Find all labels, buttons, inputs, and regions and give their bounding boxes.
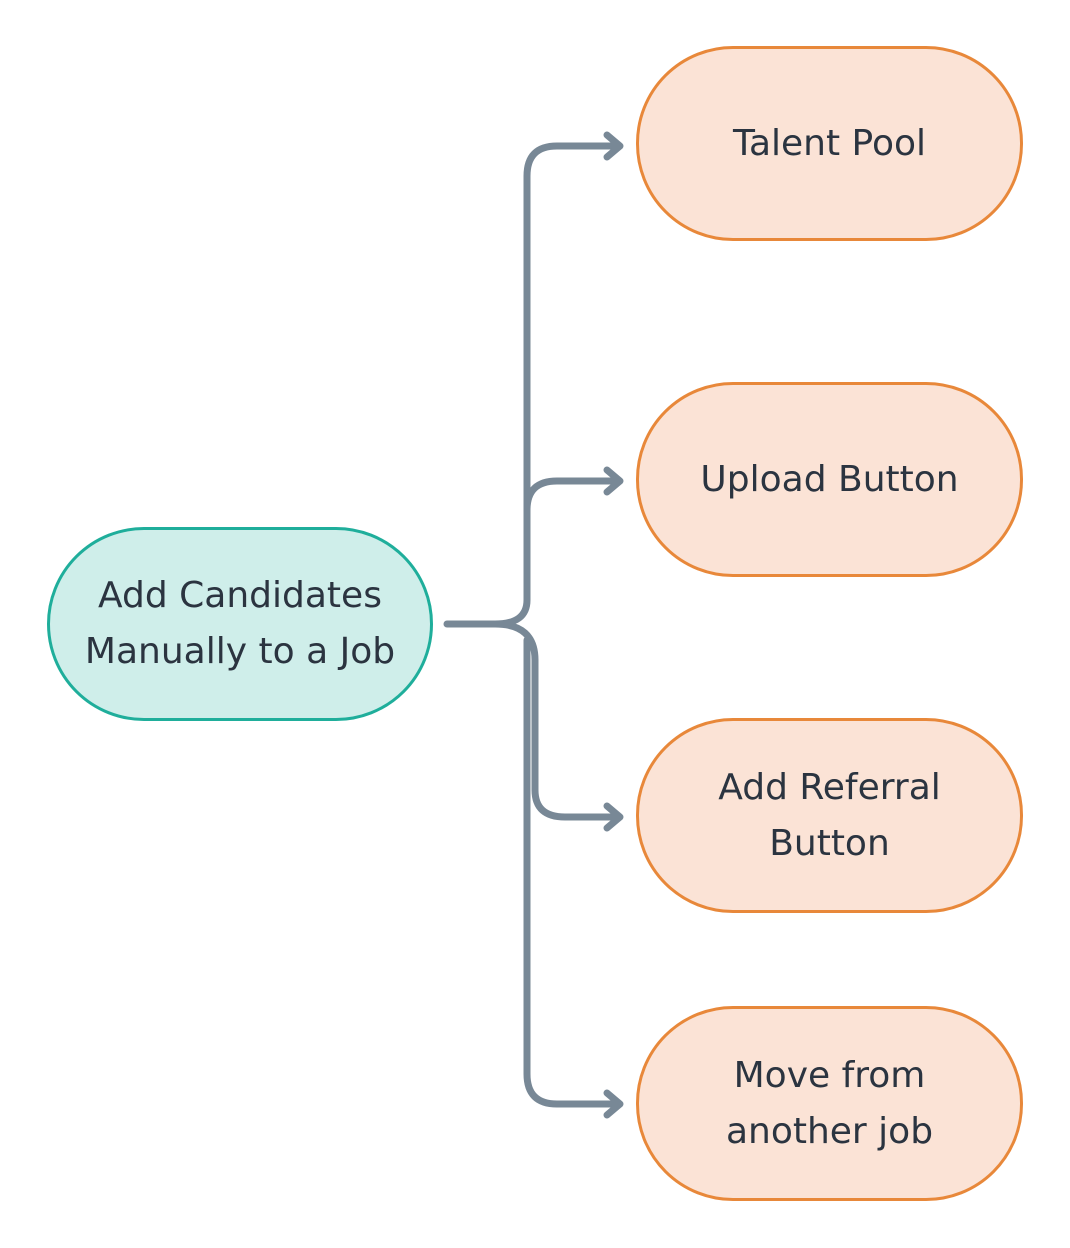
- connector-to-move: [523, 636, 616, 1108]
- arrowhead-move: [603, 1089, 624, 1119]
- node-upload-button-label: Upload Button: [700, 458, 959, 500]
- node-add-referral-button-label: Add Referral Button: [718, 766, 941, 864]
- node-move-from-another-job: Move from another job: [636, 1006, 1023, 1201]
- node-move-from-another-job-label: Move from another job: [725, 1054, 934, 1152]
- connector-to-upload: [523, 477, 616, 514]
- root-node-label: Add Candidates Manually to a Job: [84, 575, 396, 672]
- connector-trunk: [443, 142, 616, 628]
- node-talent-pool: Talent Pool: [636, 46, 1023, 241]
- arrowhead-talent-pool: [603, 131, 624, 161]
- arrowhead-referral: [603, 802, 624, 832]
- node-talent-pool-label: Talent Pool: [732, 122, 927, 164]
- root-node: Add Candidates Manually to a Job: [47, 527, 433, 721]
- node-upload-button: Upload Button: [636, 382, 1023, 577]
- arrowhead-upload: [603, 466, 624, 496]
- connector-to-referral: [491, 620, 616, 821]
- node-add-referral-button: Add Referral Button: [636, 718, 1023, 913]
